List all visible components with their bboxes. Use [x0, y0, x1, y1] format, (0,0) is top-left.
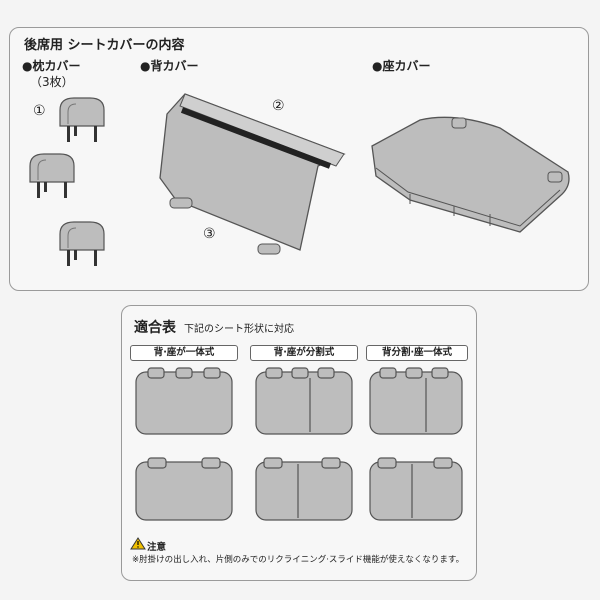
contents-title: 後席用 シートカバーの内容 — [24, 38, 185, 53]
warning-icon — [130, 537, 146, 550]
seat-cover-icon — [371, 116, 570, 233]
compatibility-title: 適合表 — [134, 320, 176, 336]
back-number-2: ② — [272, 98, 285, 114]
column-header-split: 背·座が分割式 — [250, 345, 358, 361]
back-cover-icon — [159, 93, 346, 255]
seat-type-back-split-seat — [369, 457, 463, 521]
note-title: 注意 — [147, 542, 167, 553]
seat-type-back-split-back — [369, 367, 463, 435]
note-text: ※肘掛けの出し入れ、片側のみでのリクライニング·スライド機能が使えなくなります。 — [132, 555, 465, 565]
seat-type-split-back — [255, 367, 353, 435]
seat-cover-label: ●座カバー — [372, 59, 431, 73]
seat-type-integrated-seat — [135, 457, 233, 521]
compatibility-subtitle: 下記のシート形状に対応 — [184, 324, 294, 335]
headrest-number: ① — [33, 103, 46, 119]
back-cover-label: ●背カバー — [140, 59, 199, 73]
column-header-integrated: 背·座が一体式 — [130, 345, 238, 361]
seat-type-integrated-back — [135, 367, 233, 435]
seat-type-split-seat — [255, 457, 353, 521]
column-header-back-split: 背分割·座一体式 — [366, 345, 468, 361]
headrest-cover-label: ●枕カバー — [22, 59, 81, 73]
headrest-cover-count: （3枚） — [30, 75, 74, 89]
back-number-3: ③ — [203, 226, 216, 242]
